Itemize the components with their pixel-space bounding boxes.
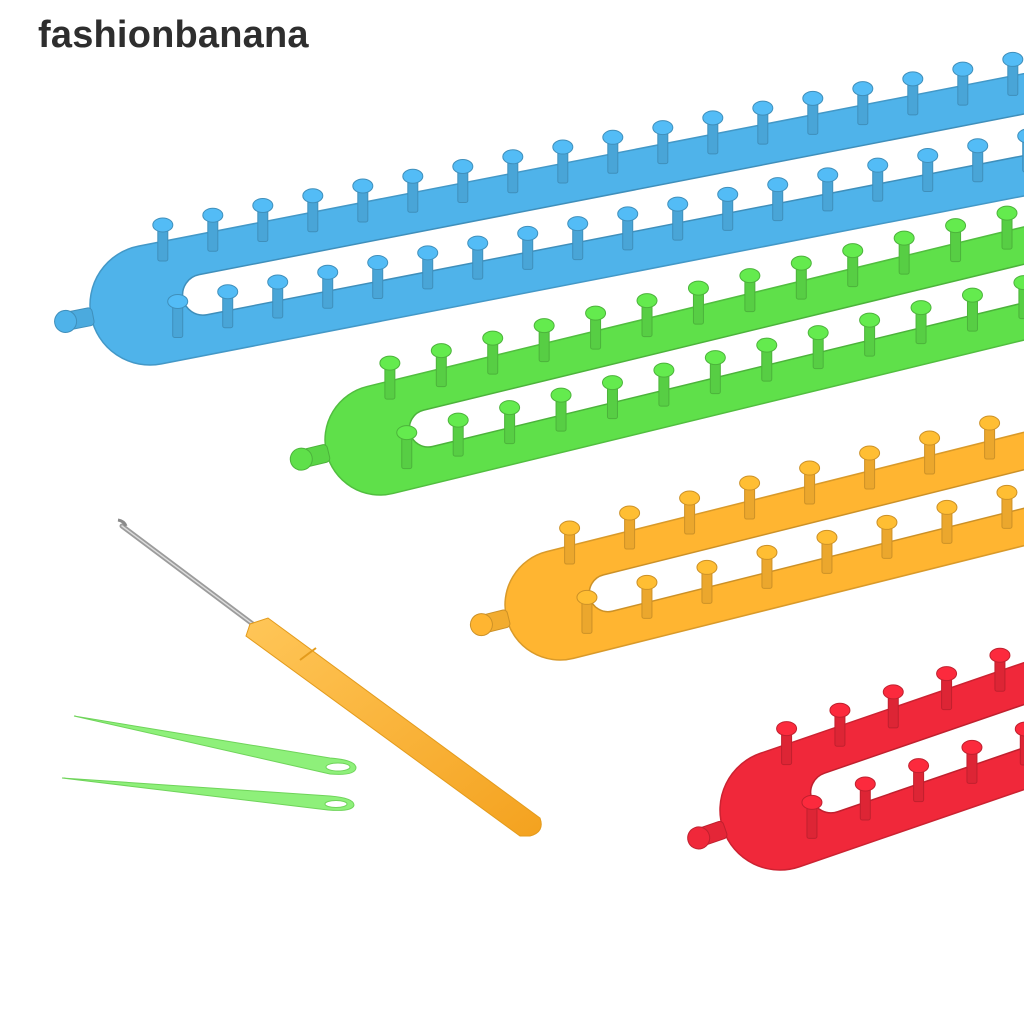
orange-loom [469,415,1024,661]
watermark-text: fashionbanana [38,14,309,56]
yarn-needles [61,715,357,811]
plastic-yarn-needle [61,777,355,811]
hook-handle [245,617,542,837]
knitting-hook [117,518,542,837]
plastic-yarn-needle [73,715,357,775]
green-loom [289,205,1024,496]
red-loom [687,642,1024,871]
blue-loom [54,51,1024,366]
